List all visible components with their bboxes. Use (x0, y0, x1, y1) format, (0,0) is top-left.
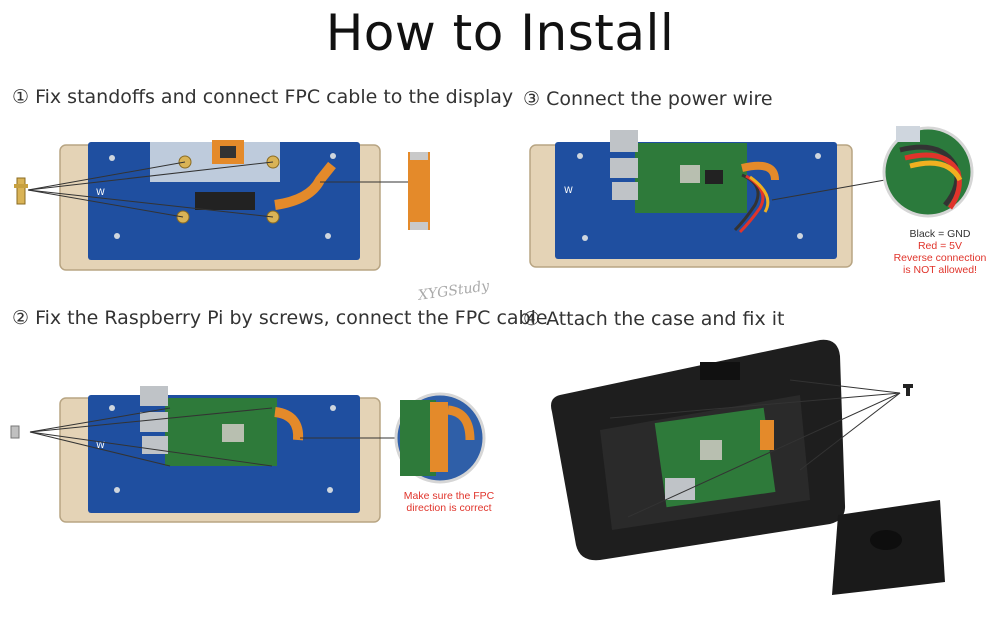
fpc-note-line2: direction is correct (406, 502, 492, 514)
reverse-warning-line2: is NOT allowed! (903, 264, 977, 276)
vcc-note: Red = 5V (917, 240, 963, 252)
gnd-note: Black = GND (909, 228, 971, 240)
step-3-label: ③ Connect the power wire (523, 88, 773, 110)
step-1-label: ① Fix standoffs and connect FPC cable to… (12, 86, 514, 108)
step-2-illustration: W (10, 386, 486, 523)
svg-text:W: W (564, 186, 573, 196)
fpc-direction-note: Make sure the FPC direction is correct (394, 490, 504, 514)
reverse-warning-line1: Reverse connection (893, 252, 987, 264)
screw (10, 425, 20, 439)
step-3-illustration: W (529, 126, 974, 268)
step-1-illustration: W (14, 140, 430, 271)
loose-standoff (16, 177, 26, 205)
page-title: How to Install (325, 4, 675, 62)
loose-fpc-cable (408, 152, 430, 230)
step-4-label: ④ Attach the case and fix it (523, 308, 785, 330)
power-wire-note: Black = GND Red = 5V Reverse connection … (890, 228, 990, 276)
fpc-note-line1: Make sure the FPC (403, 490, 495, 502)
svg-text:W: W (96, 441, 105, 451)
fpc-ribbon (274, 161, 336, 210)
step-2-label: ② Fix the Raspberry Pi by screws, connec… (12, 307, 548, 329)
step-4-illustration (551, 339, 945, 595)
case-screw (903, 384, 913, 388)
svg-text:W: W (96, 188, 105, 198)
